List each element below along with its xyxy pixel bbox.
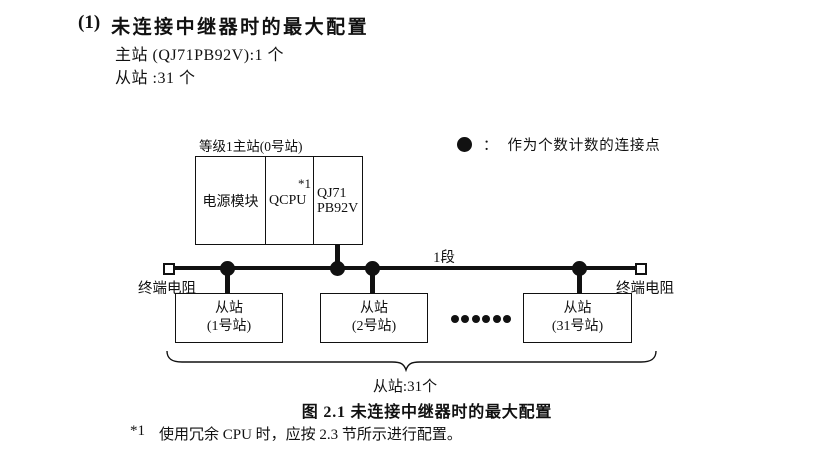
continuation-dot bbox=[461, 314, 470, 323]
terminator-left-icon bbox=[163, 263, 175, 275]
footnote-ref-marker: *1 bbox=[298, 176, 311, 191]
section-number: (1) bbox=[78, 12, 101, 33]
profibus-module-cell: QJ71 PB92V bbox=[314, 157, 362, 244]
connection-point-dot-icon bbox=[457, 137, 472, 152]
slave-station-2-box: 从站 (2号站) bbox=[320, 293, 428, 343]
slave-station-number: (2号站) bbox=[351, 319, 397, 334]
slave-total-label: 从站:31个 bbox=[372, 379, 438, 395]
section-title: 未连接中继器时的最大配置 bbox=[111, 17, 370, 38]
slave1-drop-line bbox=[225, 269, 230, 294]
terminator-right-icon bbox=[635, 263, 647, 275]
slave-station-number: (31号站) bbox=[551, 319, 604, 334]
power-module-cell: 电源模块 bbox=[196, 157, 266, 244]
slave-station-1-box: 从站 (1号站) bbox=[175, 293, 283, 343]
footnote-text: 使用冗余 CPU 时，应按 2.3 节所示进行配置。 bbox=[159, 427, 462, 443]
connection-point-dot bbox=[220, 261, 235, 276]
slave2-drop-line bbox=[370, 269, 375, 294]
connection-point-dot bbox=[572, 261, 587, 276]
slaves-brace bbox=[166, 350, 657, 372]
legend-text: 作为个数计数的连接点 bbox=[507, 138, 661, 154]
segment-label: 1段 bbox=[433, 250, 455, 266]
figure-caption: 图 2.1 未连接中继器时的最大配置 bbox=[301, 404, 553, 421]
continuation-dots bbox=[451, 314, 511, 323]
slave-station-number: (1号站) bbox=[206, 319, 252, 334]
slave-label: 从站 bbox=[563, 301, 592, 316]
continuation-dot bbox=[492, 314, 501, 323]
master-station-label: 等级1主站(0号站) bbox=[199, 139, 303, 154]
bus-line bbox=[170, 266, 640, 270]
profibus-module-label-line1: QJ71 bbox=[317, 185, 347, 201]
cpu-module-label: QCPU bbox=[269, 193, 307, 208]
continuation-dot bbox=[502, 314, 511, 323]
continuation-dot bbox=[482, 314, 491, 323]
connection-point-dot bbox=[365, 261, 380, 276]
slave-station-31-box: 从站 (31号站) bbox=[523, 293, 632, 343]
master-drop-line bbox=[335, 244, 340, 268]
master-count-line: 主站 (QJ71PB92V):1 个 bbox=[115, 47, 285, 64]
legend: ： 作为个数计数的连接点 bbox=[457, 134, 661, 155]
profibus-module-label-line2: PB92V bbox=[317, 200, 359, 216]
slave-count-line: 从站 :31 个 bbox=[115, 70, 196, 87]
slave-label: 从站 bbox=[360, 301, 388, 316]
footnote-ref: *1 bbox=[130, 423, 145, 439]
master-station-box: 电源模块 *1 QCPU QJ71 PB92V bbox=[195, 156, 363, 245]
slave-label: 从站 bbox=[215, 301, 243, 316]
slave31-drop-line bbox=[577, 269, 582, 294]
footnote: *1 使用冗余 CPU 时，应按 2.3 节所示进行配置。 bbox=[130, 423, 462, 444]
continuation-dot bbox=[451, 314, 459, 323]
continuation-dot bbox=[471, 314, 480, 323]
connection-point-dot bbox=[330, 261, 345, 276]
cpu-module-cell: *1 QCPU bbox=[266, 157, 314, 244]
legend-separator: ： bbox=[483, 138, 498, 154]
section-heading: (1) 未连接中继器时的最大配置 bbox=[78, 12, 369, 39]
